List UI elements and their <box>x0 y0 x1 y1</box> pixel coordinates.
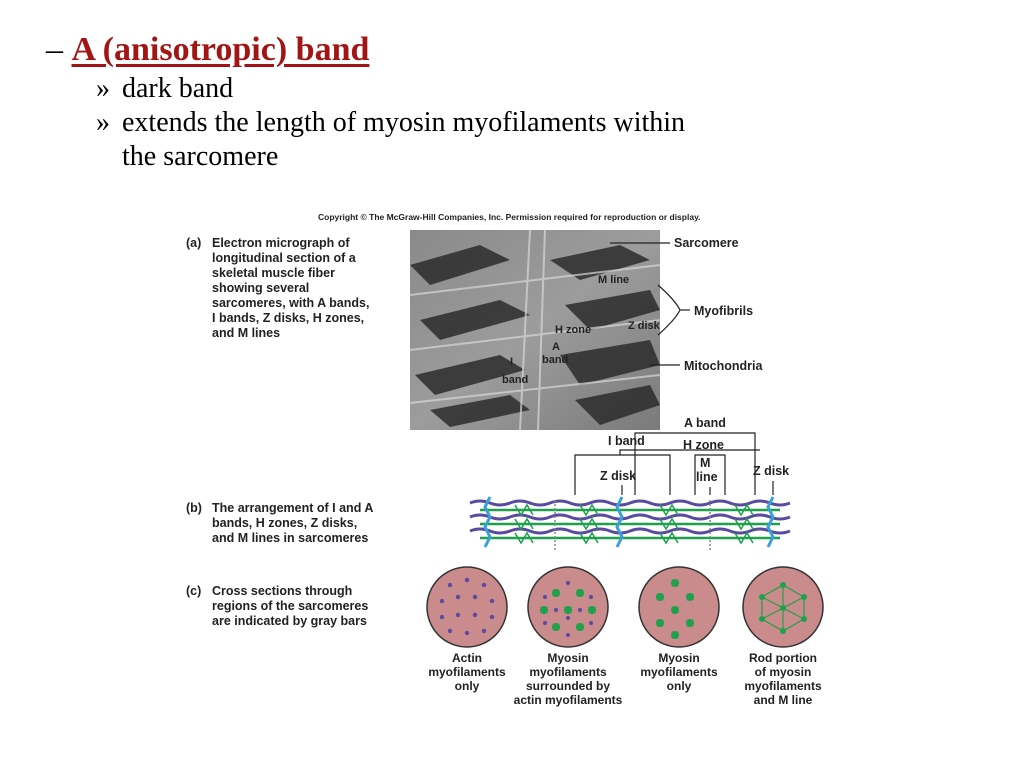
copyright-text: Copyright © The McGraw-Hill Companies, I… <box>318 212 701 222</box>
bullet-extends: » extends the length of myosin myofilamen… <box>96 106 685 140</box>
panel-c-label: (c) <box>186 584 201 598</box>
circle-3-line: Myosin <box>658 651 699 665</box>
circle-4-line: myofilaments <box>744 679 822 693</box>
panel-a-line: showing several <box>212 281 309 295</box>
bullet-text: extends the length of myosin myofilament… <box>122 107 686 138</box>
cross-section-actin <box>426 566 508 648</box>
circle-4-line: Rod portion <box>749 651 817 665</box>
cross-section-rod-m-line <box>742 566 824 648</box>
heading-title: A (anisotropic) band <box>71 31 370 68</box>
circle-4-line: and M line <box>754 693 813 707</box>
label-a-band: A band <box>684 416 726 430</box>
circle-1-line: Actin <box>452 651 482 665</box>
micro-label-m-line: M line <box>598 274 629 286</box>
panel-b-label: (b) <box>186 501 202 515</box>
bullet-marker: » <box>96 73 110 104</box>
circle-2-line: Myosin <box>547 651 588 665</box>
cross-section-myosin-actin <box>527 566 609 648</box>
circle-1-line: myofilaments <box>428 665 506 679</box>
callout-mitochondria: Mitochondria <box>684 359 764 373</box>
circle-2-line: actin myofilaments <box>514 693 623 707</box>
sarcomere-diagram <box>469 496 791 550</box>
panel-c-line: are indicated by gray bars <box>212 614 367 628</box>
bullet-dark-band: » dark band <box>96 72 233 106</box>
panel-a-line: sarcomeres, with A bands, <box>212 296 369 310</box>
bullet-text: dark band <box>122 73 234 104</box>
micro-label-h-zone: H zone <box>555 324 591 336</box>
micro-label-i: I <box>510 356 513 368</box>
circle-4-line: of myosin <box>755 665 812 679</box>
circle-3-line: only <box>667 679 692 693</box>
bracket-lines <box>574 432 774 495</box>
micro-label-a: A <box>552 341 560 353</box>
label-m-line-1: M <box>700 456 710 470</box>
circle-1-line: only <box>455 679 480 693</box>
panel-a-line: I bands, Z disks, H zones, <box>212 311 364 325</box>
circle-3-line: myofilaments <box>640 665 718 679</box>
heading-dash: – <box>46 31 63 68</box>
panel-b-line: bands, H zones, Z disks, <box>212 516 357 530</box>
bullet-continuation: the sarcomere <box>122 141 279 172</box>
panel-c-line: regions of the sarcomeres <box>212 599 368 613</box>
panel-c-line: Cross sections through <box>212 584 352 598</box>
electron-micrograph: M line H zone Z disk A band I band <box>409 229 661 431</box>
panel-b-line: and M lines in sarcomeres <box>212 531 368 545</box>
cross-section-myosin <box>638 566 720 648</box>
cross-sections <box>426 566 824 648</box>
callout-sarcomere: Sarcomere <box>674 236 739 250</box>
micro-label-a-band: band <box>542 354 568 366</box>
callout-myofibrils: Myofibrils <box>694 304 753 318</box>
panel-a-line: Electron micrograph of <box>212 236 350 250</box>
panel-a-line: and M lines <box>212 326 280 340</box>
panel-a-line: longitudinal section of a <box>212 251 357 265</box>
circle-2-line: myofilaments <box>529 665 607 679</box>
callout-lines <box>610 242 690 366</box>
panel-a-label: (a) <box>186 236 201 250</box>
panel-a-line: skeletal muscle fiber <box>212 266 335 280</box>
bullet-marker: » <box>96 107 110 138</box>
label-m-line-2: line <box>696 470 718 484</box>
circle-2-line: surrounded by <box>526 679 610 693</box>
micro-label-i-band: band <box>502 374 528 386</box>
label-i-band: I band <box>608 434 645 448</box>
panel-b-line: The arrangement of I and A <box>212 501 373 515</box>
panel-a-caption: (a) Electron micrograph of longitudinal … <box>186 236 369 340</box>
label-z-disk-right: Z disk <box>753 464 789 478</box>
label-z-disk-left: Z disk <box>600 469 636 483</box>
micro-label-z-disk: Z disk <box>628 320 661 332</box>
label-h-zone: H zone <box>683 438 724 452</box>
sarcomere-figure: Copyright © The McGraw-Hill Companies, I… <box>186 212 824 707</box>
slide-heading: – A (anisotropic) band <box>46 30 369 70</box>
